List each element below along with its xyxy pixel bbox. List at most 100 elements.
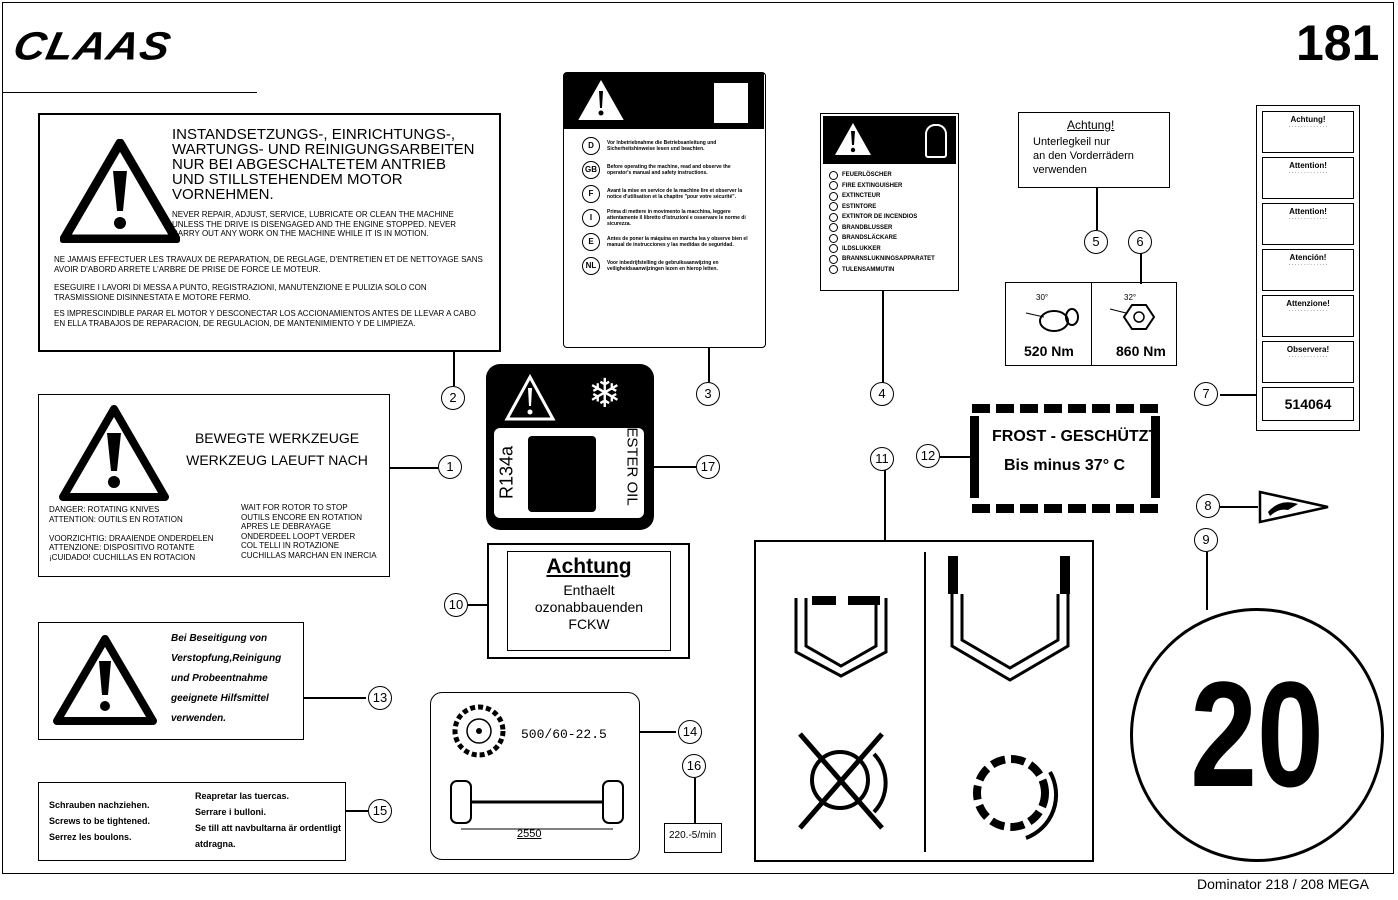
warning-triangle-icon <box>504 374 556 421</box>
l7-title: Attention! <box>1289 207 1327 216</box>
l1-right-line: WAIT FOR ROTOR TO STOP <box>241 503 348 512</box>
l2-spanish-text: ES IMPRESCINDIBLE PARAR EL MOTOR Y DESCO… <box>54 309 476 328</box>
callout-13: 13 <box>368 686 392 710</box>
l6-angle-1: 30° <box>1036 293 1049 302</box>
lang-text-f: Avant la mise en service de la machine l… <box>607 188 743 200</box>
callout-16: 16 <box>682 754 706 778</box>
l6-angle-2: 32° <box>1124 293 1137 302</box>
label-frost-protection: FROST - GESCHÜTZT Bis minus 37° C <box>970 404 1160 514</box>
footer-model: Dominator 218 / 208 MEGA <box>1197 876 1369 892</box>
l5-title: Achtung! <box>1067 118 1115 132</box>
l15-left-line: Screws to be tightened. <box>49 816 151 826</box>
rotor-icon <box>973 755 1059 840</box>
callout-5: 5 <box>1084 230 1108 254</box>
l15-right-line: Serrare i bulloni. <box>195 807 267 817</box>
lang-code-gb: GB <box>582 161 600 179</box>
hand-book-icon <box>714 83 748 123</box>
l7-title: Atención! <box>1289 253 1327 262</box>
hand-book-icon <box>528 436 596 512</box>
l1-left-line: ¡CUIDADO! CUCHILLAS EN ROTACION <box>49 552 196 562</box>
l4-item: BRANDBLUSSER <box>842 224 893 231</box>
label-read-manual: D Vor Inbetriebnahme die Betriebsanleitun… <box>563 72 766 348</box>
l13-line: und Probeentnahme <box>171 673 268 684</box>
l16-value: 220.-5/min <box>669 830 717 841</box>
wheel-nut-icon <box>1109 304 1156 330</box>
label-wheel-torque: 30° 520 Nm 32° 860 Nm <box>1005 282 1177 366</box>
l4-item: EXTINTOR DE INCENDIOS <box>842 214 918 221</box>
l12-line-1: FROST - GESCHÜTZT <box>992 428 1159 445</box>
l1-left-line <box>49 524 239 534</box>
callout-14: 14 <box>678 720 702 744</box>
l3-header-band <box>564 73 764 129</box>
l7-title: Observera! <box>1286 345 1330 354</box>
l12-line-2: Bis minus 37° C <box>1004 457 1126 474</box>
l1-right-line: CUCHILLAS MARCHAN EN INERCIA <box>241 550 377 560</box>
label-refrigerant: ❄ R134a ESTER OIL <box>486 364 654 530</box>
warning-triangle-icon <box>53 635 157 725</box>
l1-left-line: VOORZICHTIG: DRAAIENDE ONDERDELEN <box>49 533 214 543</box>
l13-line: Bei Beseitigung von <box>171 633 268 644</box>
label-sieve-settings <box>754 540 1094 862</box>
l4-item: BRANDSLÄCKARE <box>842 235 897 242</box>
lang-text-nl: Voor inbedrijfstelling de gebruiksaanwij… <box>607 260 719 272</box>
label-attention-stack: Achtung!· · · · · · · · · · · · · Attent… <box>1256 105 1360 431</box>
lang-text-d: Vor Inbetriebnahme die Betriebsanleitung… <box>607 140 717 152</box>
l10-line: FCKW <box>568 616 610 632</box>
callout-8: 8 <box>1196 494 1220 518</box>
warning-triangle-icon <box>60 139 180 243</box>
l14-track-width: 2550 <box>517 828 542 840</box>
warning-triangle-icon <box>835 123 871 155</box>
l1-right-line: COL TELLI IN ROTAZIONE <box>241 541 340 550</box>
l7-title: Attenzione! <box>1286 299 1330 308</box>
lang-text-i: Prima di mettere in movimento la macchin… <box>607 209 746 227</box>
lang-text-gb: Before operating the machine, read and o… <box>607 164 731 176</box>
l2-heading-3: NUR BEI ABGESCHALTETEM ANTRIEB <box>172 156 446 173</box>
brand-logo: CLAAS <box>9 24 176 69</box>
l13-line: verwenden. <box>171 713 227 724</box>
callout-6: 6 <box>1128 230 1152 254</box>
l7-part-number: 514064 <box>1262 387 1354 421</box>
lang-code-i: I <box>582 209 600 227</box>
label-blockage-removal: Bei Beseitigung von Verstopfung,Reinigun… <box>38 622 304 740</box>
label-tire-track: 500/60-22.5 2550 <box>430 692 640 860</box>
label-rpm: 220.-5/min <box>664 823 722 853</box>
l17-right-text: ESTER OIL <box>623 427 641 506</box>
l13-line: Verstopfung,Reinigung <box>171 653 282 664</box>
lang-text-e: Antes de poner la máquina en marcha lea … <box>607 236 748 248</box>
page-frame <box>2 2 1394 874</box>
tire-icon <box>452 704 506 758</box>
header-rule <box>2 92 257 93</box>
l2-french-text: NE JAMAIS EFFECTUER LES TRAVAUX DE REPAR… <box>54 255 483 274</box>
l1-heading-2: WERKZEUG LAEUFT NACH <box>186 452 368 468</box>
l4-item: ESTINTORE <box>842 203 877 210</box>
l1-right-line: APRES LE DEBRAYAGE <box>241 522 331 531</box>
callout-7: 7 <box>1194 382 1218 406</box>
axle-icon <box>450 780 624 830</box>
pennant-arrow-icon <box>1258 490 1329 524</box>
l10-title: Achtung <box>546 555 632 578</box>
l2-heading-4: UND STILLSTEHENDEM MOTOR <box>172 171 403 188</box>
l4-item: FEUERLÖSCHER <box>842 172 892 179</box>
label-maintenance-warning: INSTANDSETZUNGS-, EINRICHTUNGS-, WARTUNG… <box>38 113 501 352</box>
l1-right-line: ONDERDEEL LOOPT VERDER <box>241 531 356 541</box>
callout-12: 12 <box>916 444 940 468</box>
callout-11: 11 <box>870 447 894 471</box>
label-tighten-screws: Schrauben nachziehen. Screws to be tight… <box>38 782 346 861</box>
l17-left-text: R134a <box>496 445 517 500</box>
lang-code-d: D <box>582 137 600 155</box>
wheel-nut-icon <box>1025 308 1079 332</box>
l13-line: geeignete Hilfsmittel <box>171 693 269 704</box>
l2-italian-text: ESEGUIRE I LAVORI DI MESSA A PUNTO, REGI… <box>54 283 427 302</box>
l7-title: Attention! <box>1289 161 1327 170</box>
extinguisher-icon <box>925 124 947 158</box>
label-rotating-tools: BEWEGTE WERKZEUGE WERKZEUG LAEUFT NACH D… <box>38 394 390 577</box>
warning-triangle-icon <box>578 79 624 120</box>
l5-line: verwenden <box>1033 164 1087 176</box>
l15-left-line: Serrez les boulons. <box>49 832 132 842</box>
callout-1: 1 <box>438 455 462 479</box>
l6-torque-2: 860 Nm <box>1116 343 1166 359</box>
l6-torque-1: 520 Nm <box>1024 343 1074 359</box>
l7-title: Achtung! <box>1290 115 1326 124</box>
lang-code-f: F <box>582 185 600 203</box>
l2-english-text: NEVER REPAIR, ADJUST, SERVICE, LUBRICATE… <box>172 210 457 238</box>
